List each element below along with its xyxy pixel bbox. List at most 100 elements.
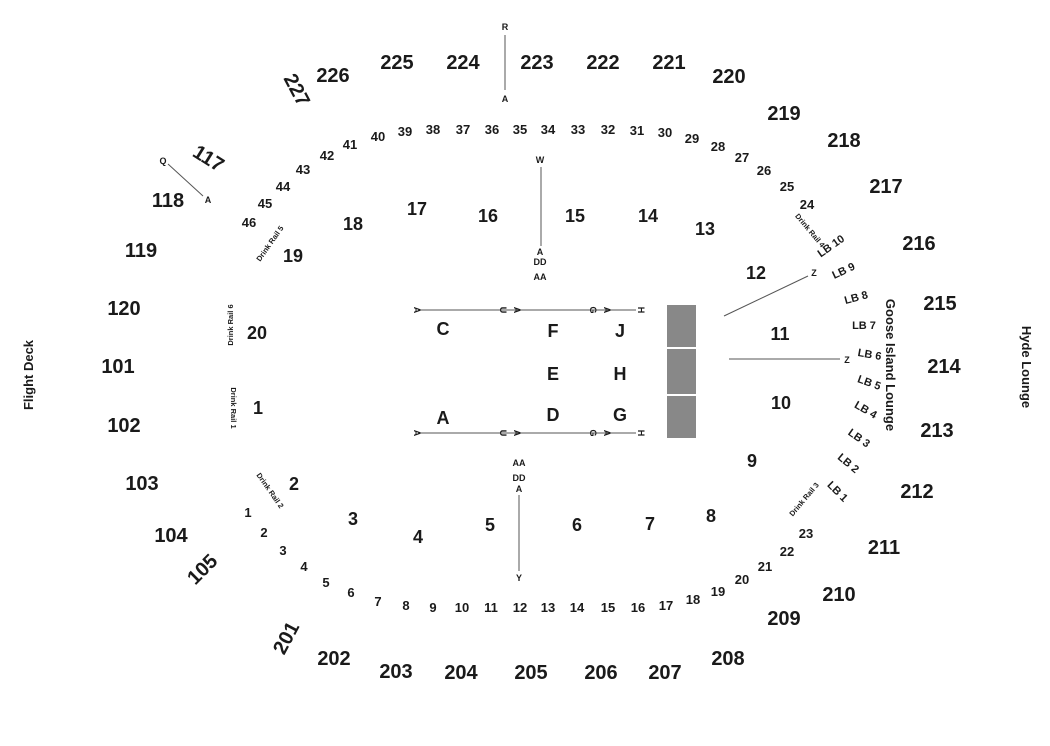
floor-section-14[interactable]: 14 — [638, 206, 658, 226]
ring-row-46[interactable]: 46 — [242, 215, 256, 230]
floor-block-h[interactable]: H — [614, 364, 627, 384]
ring-row-39[interactable]: 39 — [398, 124, 412, 139]
lounge-box-1[interactable]: LB 1 — [824, 479, 849, 504]
ring-row-33[interactable]: 33 — [571, 122, 585, 137]
drink-rail-2[interactable]: Drink Rail 2 — [255, 471, 286, 510]
section-221[interactable]: 221 — [652, 52, 685, 74]
lounge-box-7[interactable]: LB 7 — [852, 320, 876, 332]
floor-block-c[interactable]: C — [437, 319, 450, 339]
ring-row-45[interactable]: 45 — [258, 196, 272, 211]
floor-section-20[interactable]: 20 — [247, 323, 267, 343]
section-222[interactable]: 222 — [586, 52, 619, 74]
ring-row-7[interactable]: 7 — [374, 594, 381, 609]
drink-rail-4[interactable]: Drink Rail 4 — [793, 212, 827, 250]
floor-section-9[interactable]: 9 — [747, 451, 757, 471]
ring-row-34[interactable]: 34 — [541, 122, 556, 137]
section-204[interactable]: 204 — [444, 662, 478, 684]
ring-row-21[interactable]: 21 — [758, 559, 772, 574]
ring-row-44[interactable]: 44 — [276, 179, 291, 194]
ring-row-41[interactable]: 41 — [343, 137, 357, 152]
floor-section-3[interactable]: 3 — [348, 509, 358, 529]
drink-rail-5[interactable]: Drink Rail 5 — [254, 224, 285, 263]
ring-row-8[interactable]: 8 — [402, 598, 409, 613]
section-209[interactable]: 209 — [767, 608, 800, 630]
section-104[interactable]: 104 — [154, 525, 188, 547]
drink-rail-6[interactable]: Drink Rail 6 — [226, 304, 235, 345]
ring-row-14[interactable]: 14 — [570, 600, 585, 615]
floor-section-15[interactable]: 15 — [565, 206, 585, 226]
goose-island-lounge-label[interactable]: Goose Island Lounge — [883, 299, 898, 431]
ring-row-31[interactable]: 31 — [630, 123, 644, 138]
ring-row-30[interactable]: 30 — [658, 125, 672, 140]
ring-row-24[interactable]: 24 — [800, 197, 815, 212]
ring-row-13[interactable]: 13 — [541, 600, 555, 615]
floor-block-e[interactable]: E — [547, 364, 559, 384]
lounge-box-5[interactable]: LB 5 — [856, 373, 883, 392]
section-213[interactable]: 213 — [920, 420, 953, 442]
floor-section-4[interactable]: 4 — [413, 527, 423, 547]
section-118[interactable]: 118 — [152, 190, 184, 212]
ring-row-43[interactable]: 43 — [296, 162, 310, 177]
section-120[interactable]: 120 — [107, 298, 140, 320]
ring-row-3[interactable]: 3 — [279, 543, 286, 558]
floor-section-5[interactable]: 5 — [485, 515, 495, 535]
ring-row-32[interactable]: 32 — [601, 122, 615, 137]
floor-section-8[interactable]: 8 — [706, 506, 716, 526]
ring-row-28[interactable]: 28 — [711, 139, 725, 154]
floor-section-10[interactable]: 10 — [771, 393, 791, 413]
ring-row-29[interactable]: 29 — [685, 131, 699, 146]
lounge-box-9[interactable]: LB 9 — [830, 261, 857, 282]
section-215[interactable]: 215 — [923, 293, 956, 315]
ring-row-17[interactable]: 17 — [659, 598, 673, 613]
ring-row-40[interactable]: 40 — [371, 129, 385, 144]
section-203[interactable]: 203 — [379, 661, 412, 683]
section-210[interactable]: 210 — [822, 584, 855, 606]
floor-block-f[interactable]: F — [548, 321, 559, 341]
ring-row-23[interactable]: 23 — [799, 526, 813, 541]
floor-section-11[interactable]: 11 — [770, 324, 789, 344]
flight-deck-label[interactable]: Flight Deck — [21, 339, 36, 410]
lounge-box-2[interactable]: LB 2 — [835, 451, 861, 476]
section-219[interactable]: 219 — [767, 103, 800, 125]
section-211[interactable]: 211 — [868, 537, 900, 559]
lounge-box-6[interactable]: LB 6 — [857, 347, 883, 363]
ring-row-11[interactable]: 11 — [484, 600, 498, 615]
floor-block-j[interactable]: J — [615, 321, 625, 341]
ring-row-4[interactable]: 4 — [300, 559, 308, 574]
section-220[interactable]: 220 — [712, 66, 745, 88]
floor-section-1[interactable]: 1 — [253, 398, 263, 418]
lounge-box-8[interactable]: LB 8 — [843, 289, 869, 307]
lounge-box-4[interactable]: LB 4 — [852, 399, 879, 422]
section-208[interactable]: 208 — [711, 648, 744, 670]
ring-row-10[interactable]: 10 — [455, 600, 469, 615]
ring-row-5[interactable]: 5 — [322, 575, 329, 590]
ring-row-42[interactable]: 42 — [320, 148, 334, 163]
ring-row-27[interactable]: 27 — [735, 150, 749, 165]
floor-section-12[interactable]: 12 — [746, 263, 766, 283]
section-218[interactable]: 218 — [827, 130, 860, 152]
section-227[interactable]: 227 — [279, 70, 314, 110]
floor-section-13[interactable]: 13 — [695, 219, 715, 239]
section-205[interactable]: 205 — [514, 662, 547, 684]
drink-rail-3[interactable]: Drink Rail 3 — [787, 481, 820, 518]
ring-row-2[interactable]: 2 — [260, 525, 267, 540]
section-224[interactable]: 224 — [446, 52, 480, 74]
ring-row-22[interactable]: 22 — [780, 544, 794, 559]
ring-row-15[interactable]: 15 — [601, 600, 615, 615]
floor-section-7[interactable]: 7 — [645, 514, 655, 534]
section-105[interactable]: 105 — [183, 550, 222, 589]
floor-section-19[interactable]: 19 — [283, 246, 303, 266]
floor-block-d[interactable]: D — [547, 405, 560, 425]
section-101[interactable]: 101 — [101, 356, 134, 378]
section-225[interactable]: 225 — [380, 52, 413, 74]
section-207[interactable]: 207 — [648, 662, 681, 684]
section-217[interactable]: 217 — [869, 176, 902, 198]
floor-section-18[interactable]: 18 — [343, 214, 363, 234]
ring-row-38[interactable]: 38 — [426, 122, 440, 137]
ring-row-20[interactable]: 20 — [735, 572, 749, 587]
section-201[interactable]: 201 — [269, 618, 304, 658]
ring-row-6[interactable]: 6 — [347, 585, 354, 600]
floor-section-16[interactable]: 16 — [478, 206, 498, 226]
ring-row-16[interactable]: 16 — [631, 600, 645, 615]
section-202[interactable]: 202 — [317, 648, 350, 670]
